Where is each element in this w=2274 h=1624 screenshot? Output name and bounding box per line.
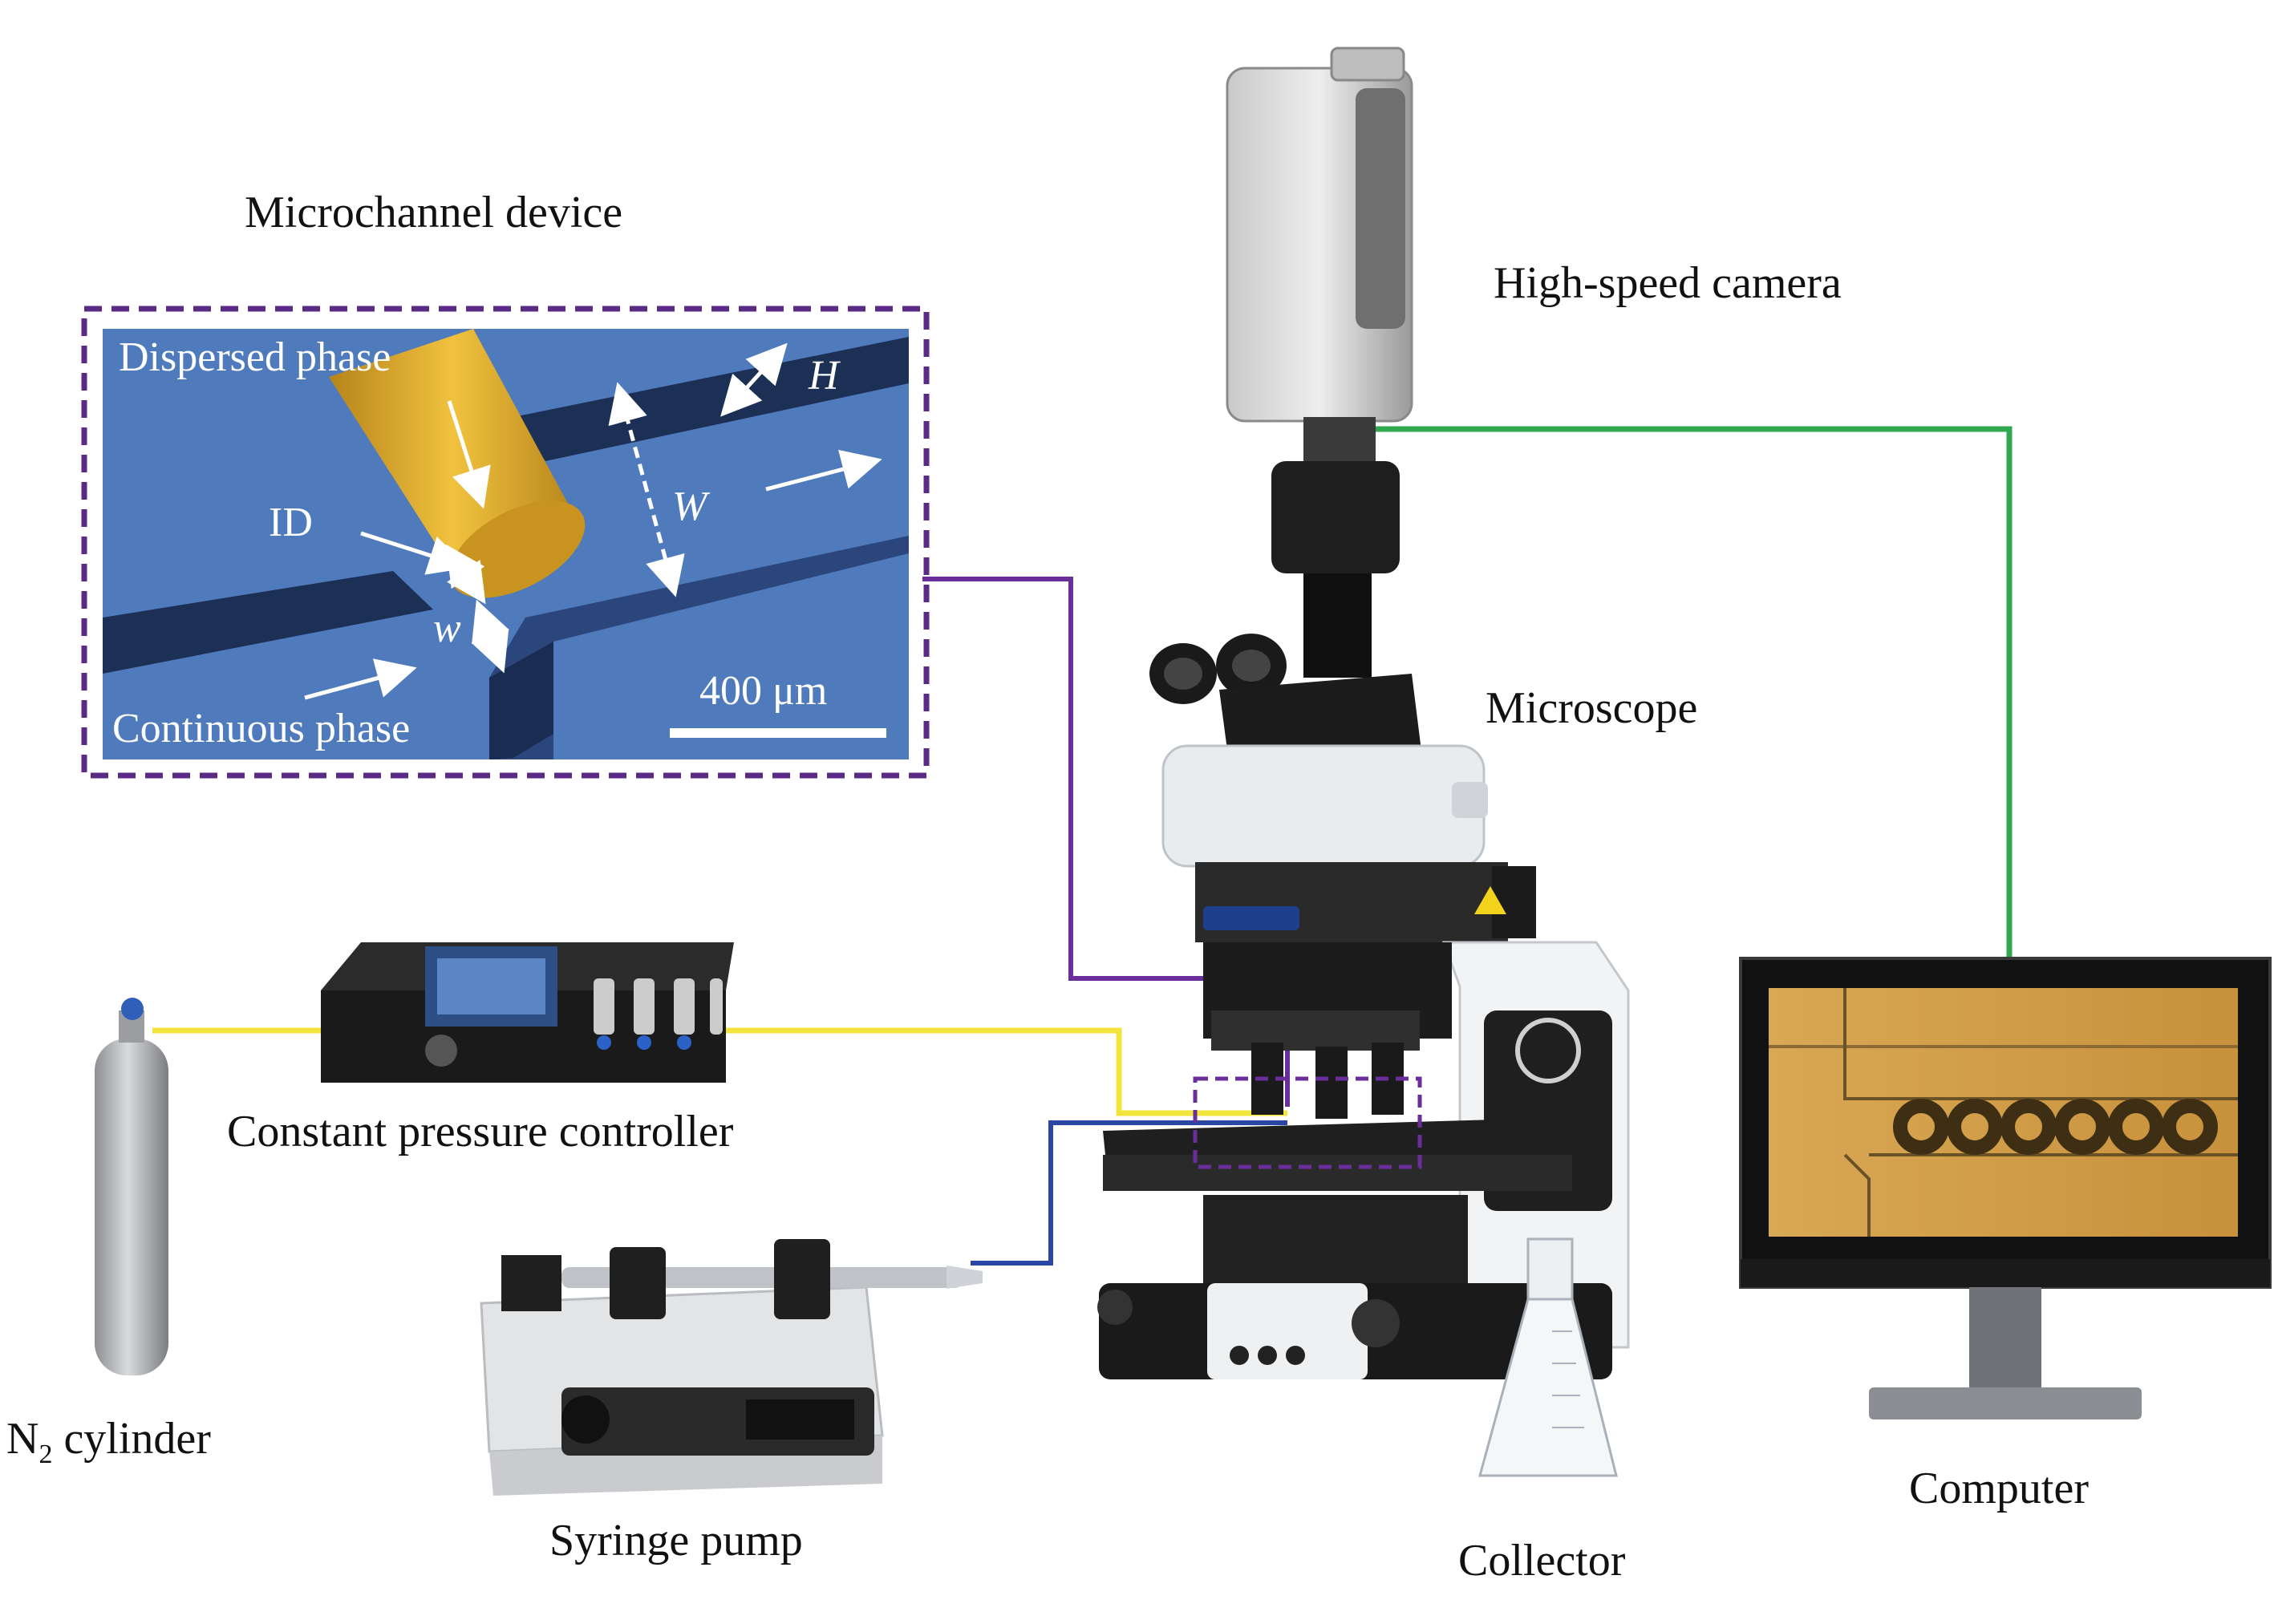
n2-cylinder-suffix: cylinder [52,1414,211,1464]
scale-bar-label: 400 μm [699,668,827,714]
gap-width-label: w [433,605,461,651]
microscope-illustration [1097,634,1630,1379]
n2-cylinder-label: N2 cylinder [6,1416,211,1468]
yellow-gas-line-2 [714,1027,1287,1116]
syringe-pump-illustration [480,1239,983,1496]
continuous-phase-label: Continuous phase [112,706,410,751]
blue-liquid-line-1 [971,1120,1287,1266]
inner-diameter-label: ID [269,500,313,545]
collector-label: Collector [1458,1536,1626,1586]
microscope-label: Microscope [1486,683,1698,733]
channel-width-label: W [672,484,711,529]
n2-cylinder-subscript: 2 [39,1440,53,1470]
constant-pressure-controller-label: Constant pressure controller [227,1107,734,1156]
scale-bar [670,728,886,738]
inset-border [81,306,930,779]
channel-height-label: H [808,353,841,399]
inset-labels: Dispersed phase Continuous phase ID w W … [112,334,841,751]
computer-label: Computer [1909,1464,2089,1513]
computer-illustration [1739,957,2272,1419]
syringe-pump-label: Syringe pump [549,1516,803,1565]
high-speed-camera-illustration [1226,47,1413,678]
high-speed-camera-label: High-speed camera [1494,258,1842,308]
droplet-train [1893,1099,2218,1155]
dispersed-phase-label: Dispersed phase [119,334,391,380]
n2-cylinder-illustration [95,998,168,1375]
microchannel-device-label: Microchannel device [245,188,623,237]
green-data-cable [1376,426,2013,958]
n2-cylinder-prefix: N [6,1414,39,1464]
microchannel-inset: Dispersed phase Continuous phase ID w W … [81,306,930,779]
collector-flask-illustration [1478,1237,1618,1477]
inset-arrows [304,342,882,700]
stage-dashed-box [1193,1076,1422,1169]
channel-band-bottom [103,571,433,674]
pressure-controller-illustration [321,942,734,1083]
